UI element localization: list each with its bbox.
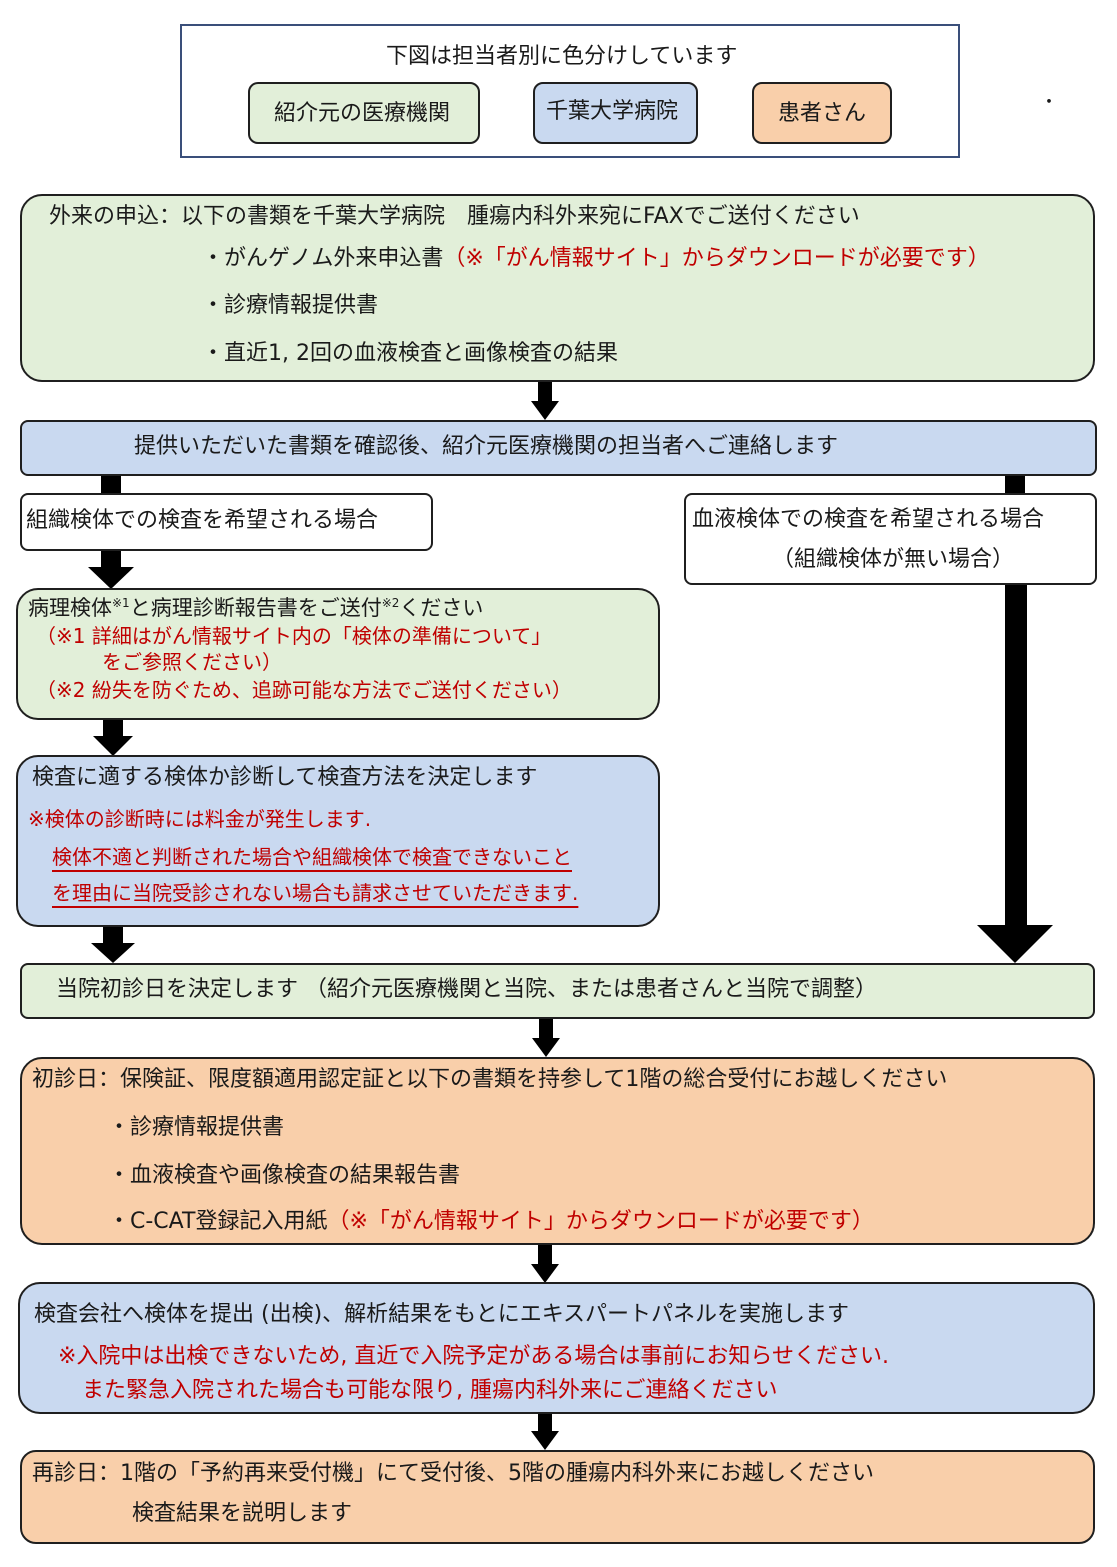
- legend-title: 下図は担当者別に色分けしています: [386, 44, 738, 69]
- step-first-visit: 初診日：保険証、限度額適用認定証と以下の書類を持参して1階の総合受付にお越しくだ…: [20, 1057, 1095, 1245]
- branch-tissue-connector: [101, 476, 121, 494]
- step-first-visit-date: 当院初診日を決定します （紹介元医療機関と当院、または患者さんと当院で調整）: [20, 963, 1095, 1019]
- branch-blood: 血液検体での検査を希望される場合 （組織検体が無い場合）: [684, 493, 1097, 585]
- branch-blood-line-2: （組織検体が無い場合）: [772, 547, 1015, 572]
- footnote-ref-1: ※1: [112, 596, 130, 610]
- step-application-title: 外来の申込：以下の書類を千葉大学病院 腫瘍内科外来宛にFAXでご送付ください: [49, 204, 860, 229]
- step-determine-method: 検査に適する検体か診断して検査方法を決定します ※検体の診断時には料金が発生しま…: [16, 755, 660, 927]
- arrow-down-icon: [91, 927, 135, 963]
- item-genome-form-note: （※「がん情報サイト」からダウンロードが必要です）: [443, 246, 990, 271]
- step-expert-panel-title: 検査会社へ検体を提出 (出検)、解析結果をもとにエキスパートパネルを実施します: [34, 1302, 850, 1327]
- step-determine-billing-note-1: 検体不適と判断された場合や組織検体で検査できないこと: [52, 845, 572, 869]
- step-application-item-3: ・直近1, 2回の血液検査と画像検査の結果: [202, 341, 618, 366]
- step-first-visit-date-text: 当院初診日を決定します （紹介元医療機関と当院、または患者さんと当院で調整）: [56, 977, 877, 1002]
- step-follow-up-visit-line-2: 検査結果を説明します: [132, 1501, 353, 1526]
- step-expert-panel-note-2: また緊急入院された場合も可能な限り, 腫瘍内科外来にご連絡ください: [82, 1378, 778, 1403]
- legend-panel: [180, 24, 960, 158]
- legend-chiba-hospital: 千葉大学病院: [533, 82, 698, 144]
- step-confirm-documents-text: 提供いただいた書類を確認後、紹介元医療機関の担当者へご連絡します: [134, 434, 839, 459]
- big-arrow-down-icon: [975, 585, 1055, 963]
- step-first-visit-title: 初診日：保険証、限度額適用認定証と以下の書類を持参して1階の総合受付にお越しくだ…: [32, 1067, 948, 1092]
- step-application: 外来の申込：以下の書類を千葉大学病院 腫瘍内科外来宛にFAXでご送付ください ・…: [20, 194, 1095, 382]
- item-ccat-form-note: （※「がん情報サイト」からダウンロードが必要です）: [327, 1209, 874, 1234]
- footnote-ref-2: ※2: [381, 596, 400, 610]
- step-confirm-documents: 提供いただいた書類を確認後、紹介元医療機関の担当者へご連絡します: [20, 420, 1097, 476]
- step-first-visit-item-3: ・C-CAT登録記入用紙（※「がん情報サイト」からダウンロードが必要です）: [108, 1211, 874, 1233]
- branch-blood-line-1: 血液検体での検査を希望される場合: [692, 507, 1045, 532]
- footnote-1-line-2: をご参照ください）: [102, 650, 282, 674]
- arrow-down-icon: [531, 1245, 559, 1283]
- step-determine-method-title: 検査に適する検体か診断して検査方法を決定します: [32, 765, 538, 790]
- step-determine-fee-note: ※検体の診断時には料金が発生します.: [28, 807, 372, 831]
- step-expert-panel: 検査会社へ検体を提出 (出検)、解析結果をもとにエキスパートパネルを実施します …: [18, 1282, 1095, 1414]
- step-send-specimen-title: 病理検体※1と病理診断報告書をご送付※2ください: [28, 596, 484, 620]
- step-first-visit-item-1: ・診療情報提供書: [108, 1115, 285, 1140]
- step-determine-billing-note-2: を理由に当院受診されない場合も請求させていただきます.: [52, 881, 579, 905]
- arrow-down-icon: [531, 382, 559, 420]
- arrow-down-icon: [531, 1414, 559, 1452]
- branch-blood-connector: [1005, 476, 1025, 494]
- step-expert-panel-note-1: ※入院中は出検できないため, 直近で入院予定がある場合は事前にお知らせください.: [58, 1344, 889, 1369]
- step-send-specimen: 病理検体※1と病理診断報告書をご送付※2ください （※1 詳細はがん情報サイト内…: [16, 588, 660, 720]
- footnote-2: （※2 紛失を防ぐため、追跡可能な方法でご送付ください）: [36, 678, 572, 702]
- branch-tissue-text: 組織検体での検査を希望される場合: [26, 508, 379, 533]
- item-ccat-form: ・C-CAT登録記入用紙: [108, 1209, 328, 1234]
- step-follow-up-visit: 再診日：1階の「予約再来受付機」にて受付後、5階の腫瘍内科外来にお越しください …: [20, 1450, 1095, 1544]
- legend-referring-institution: 紹介元の医療機関: [248, 82, 480, 144]
- branch-tissue: 組織検体での検査を希望される場合: [20, 493, 433, 551]
- footnote-1-line-1: （※1 詳細はがん情報サイト内の「検体の準備について」: [36, 624, 552, 648]
- specimen-text-b: と病理診断報告書をご送付: [129, 596, 382, 620]
- step-application-item-2: ・診療情報提供書: [202, 293, 379, 318]
- legend-chiba-label: 千葉大学病院: [546, 99, 679, 124]
- arrow-down-icon: [532, 1019, 560, 1057]
- step-first-visit-item-2: ・血液検査や画像検査の結果報告書: [108, 1163, 461, 1188]
- legend-patient: 患者さん: [752, 82, 892, 144]
- legend-patient-label: 患者さん: [778, 101, 867, 126]
- legend-referring-label: 紹介元の医療機関: [274, 101, 451, 126]
- specimen-text-a: 病理検体: [28, 596, 112, 620]
- step-follow-up-visit-line-1: 再診日：1階の「予約再来受付機」にて受付後、5階の腫瘍内科外来にお越しください: [32, 1461, 874, 1486]
- specimen-text-c: ください: [399, 596, 484, 620]
- arrow-down-icon: [93, 720, 133, 756]
- arrow-down-icon: [88, 551, 134, 589]
- item-genome-form: ・がんゲノム外来申込書: [202, 246, 444, 271]
- step-application-item-1: ・がんゲノム外来申込書（※「がん情報サイト」からダウンロードが必要です）: [202, 248, 990, 270]
- stray-dot: ・: [1040, 92, 1058, 113]
